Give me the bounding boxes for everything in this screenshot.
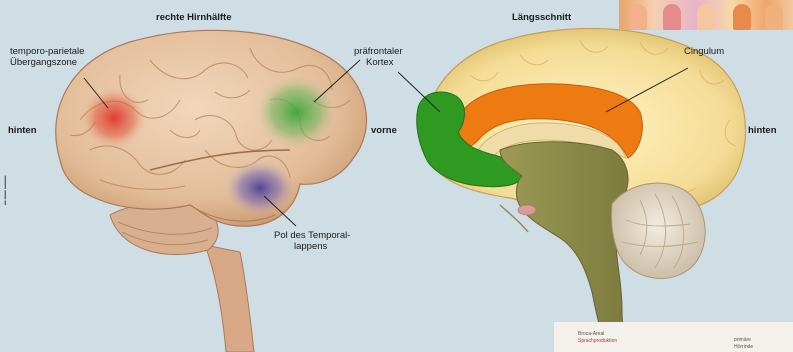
inset-label-primary: primäre bbox=[734, 337, 751, 343]
photo-figure bbox=[629, 4, 647, 30]
photo-figure bbox=[697, 4, 715, 30]
prefrontal-highlight bbox=[256, 76, 336, 148]
label-prefrontal-1: präfrontaler bbox=[354, 46, 403, 57]
inset-label-auditory: Hörrinde bbox=[734, 344, 753, 350]
photo-figure bbox=[733, 4, 751, 30]
inset-label-speech: Sprachproduktion bbox=[578, 338, 617, 344]
photo-figure bbox=[663, 4, 681, 30]
label-temporo-parietal-2: Übergangszone bbox=[10, 57, 77, 68]
label-temporal-pole-2: lappens bbox=[294, 241, 327, 252]
right-title: Längsschnitt bbox=[512, 12, 571, 23]
inset-diagram: Broca-Areal Sprachproduktion primäre Hör… bbox=[554, 322, 793, 352]
label-front: vorne bbox=[371, 125, 397, 136]
lateral-brain bbox=[56, 30, 367, 352]
temporal-pole-highlight bbox=[224, 160, 296, 216]
lateral-brainstem bbox=[205, 245, 254, 352]
sagittal-cerebellum bbox=[612, 183, 706, 278]
left-title: rechte Hirnhälfte bbox=[156, 12, 232, 23]
image-credit-mark: ▬ ▬▬ ▬▬▬ bbox=[2, 145, 7, 205]
label-prefrontal-2: Kortex bbox=[366, 57, 393, 68]
label-right-back: hinten bbox=[748, 125, 777, 136]
temporo-parietal-highlight bbox=[82, 88, 146, 148]
photo-thumbnail bbox=[619, 0, 793, 30]
label-temporo-parietal-1: temporo-parietale bbox=[10, 46, 84, 57]
sagittal-brain bbox=[398, 28, 745, 352]
label-cingulum: Cingulum bbox=[684, 46, 724, 57]
photo-figure bbox=[765, 4, 783, 30]
sagittal-brainstem bbox=[500, 142, 630, 352]
inset-label-broca: Broca-Areal bbox=[578, 331, 604, 337]
label-temporal-pole-1: Pol des Temporal- bbox=[274, 230, 350, 241]
label-left-back: hinten bbox=[8, 125, 37, 136]
